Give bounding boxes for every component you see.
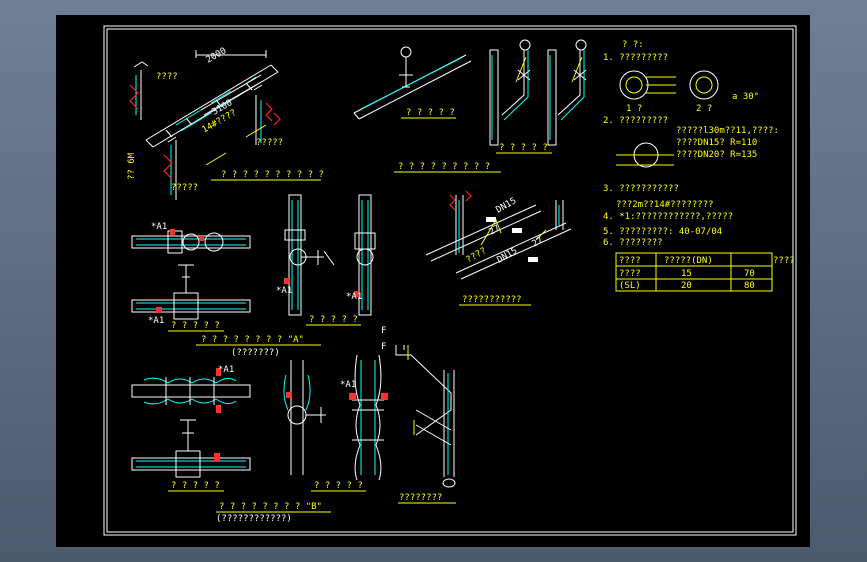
table-r2c0: (SL) <box>619 281 641 291</box>
left-vertical-label: ?? 6M <box>127 152 137 180</box>
caption-12: ???????? <box>399 493 442 503</box>
drawing-sheet: ???? ????? ????? 2000 3100 14#???? ?? 6M… <box>56 15 810 547</box>
tag-a1-2: *A1 <box>148 316 164 326</box>
cad-drawing: ???? ????? ????? 2000 3100 14#???? ?? 6M… <box>103 25 797 536</box>
caption-8: ? ? ? ? ? ? ? ? "A" <box>201 335 304 345</box>
caption-5: ? ? ? ? ? <box>171 321 220 331</box>
iso-label-27b: 27 <box>531 236 545 250</box>
caption-1: ? ? ? ? ? ? ? ? ? ? <box>221 170 324 180</box>
table-h1: ?????(DN) <box>664 256 713 266</box>
label-small3: ????? <box>171 183 198 193</box>
detail-5-vertical-valves: *A1 *A1 ? ? ? ? ? ? ? ? ? ? ? ? ? "A" (?… <box>196 194 376 358</box>
notes-panel: ? ?: 1. ????????? 1 ? 2 ? a 30° 2. ?????… <box>603 40 779 248</box>
detail-9-support: F F ???????? <box>381 326 456 504</box>
caption-11: ? ? ? ? ? ? ? ? "B" <box>219 502 322 512</box>
detail-4-flanges: *A1 *A1 ? ? ? ? ? <box>131 222 251 332</box>
detail-6-isometric-branch: 27 ???? DN15 DN15 27 ??????????? <box>425 190 572 306</box>
iso-label-1: ???? <box>465 246 489 266</box>
spec-table: ???? ?????(DN) ???? ???? 15 70 (SL) 20 8… <box>615 252 795 292</box>
caption-11-sub: (????????????) <box>216 514 292 524</box>
caption-10: ? ? ? ? ? <box>314 481 363 491</box>
outer-frame <box>103 25 797 536</box>
caption-7: ??????????? <box>462 295 522 305</box>
iso-label-27a: 27 <box>488 224 502 238</box>
iso-label-dn15b: DN15 <box>495 196 519 216</box>
note-5: 5. ?????????: 40-07/04 <box>603 227 722 237</box>
note-2: 2. ????????? <box>603 116 668 126</box>
label-f1: F <box>381 326 386 336</box>
sub-2: 2 ? <box>696 104 712 114</box>
detail-8-vertical-expansion: *A1 ? ? ? ? ? ? ? ? ? ? ? ? ? "B" (?????… <box>216 354 388 524</box>
label-f2: F <box>381 342 386 352</box>
note-2c: ????DN20? R=135 <box>676 150 757 160</box>
angle-label: a 30° <box>732 92 759 102</box>
inner-frame <box>106 28 794 533</box>
detail-3-vertical: ? ? ? ? ? ? ? ? ? ? ? ? ? ? <box>394 39 587 173</box>
tag-a1-6: *A1 <box>340 380 356 390</box>
dim-2000: 2000 <box>205 46 229 66</box>
note-2b: ????DN15? R=110 <box>676 138 757 148</box>
sub-1: 1 ? <box>626 104 642 114</box>
tag-a1-1: *A1 <box>151 222 167 232</box>
table-r2c2: 80 <box>744 281 755 291</box>
table-r1c1: 15 <box>681 269 692 279</box>
note-1: 1. ????????? <box>603 53 668 63</box>
caption-3: ? ? ? ? ? ? ? ? ? <box>398 162 490 172</box>
tag-a1-4: *A1 <box>346 292 362 302</box>
label-small1: ???? <box>156 72 178 82</box>
tag-a1-5: *A1 <box>218 365 234 375</box>
label-small2: ????? <box>256 138 283 148</box>
caption-4: ? ? ? ? ? <box>499 143 548 153</box>
table-h3: ???? <box>773 256 795 266</box>
note-3a: ???2m??14#???????? <box>616 200 714 210</box>
iso-label-dn15a: DN15 <box>496 246 520 266</box>
caption-6: ? ? ? ? ? <box>309 315 358 325</box>
detail-2-inclined: ? ? ? ? ? <box>353 46 472 120</box>
caption-8-sub: (???????) <box>231 348 280 358</box>
note-2a: ?????l30m??11,????: <box>676 126 779 136</box>
caption-2: ? ? ? ? ? <box>406 108 455 118</box>
table-r1c0: ???? <box>619 269 641 279</box>
detail-7-expansion: *A1 ? ? ? ? ? <box>131 365 251 492</box>
note-3: 3. ??????????? <box>603 184 679 194</box>
caption-9: ? ? ? ? ? <box>171 481 220 491</box>
detail-1-isometric: ???? ????? ????? 2000 3100 14#???? ?? 6M… <box>127 46 324 200</box>
note-4: 4. *1:????????????,????? <box>603 212 733 222</box>
notes-head: ? ?: <box>622 40 644 50</box>
note-6: 6. ???????? <box>603 238 663 248</box>
table-r2c1: 20 <box>681 281 692 291</box>
table-r1c2: 70 <box>744 269 755 279</box>
table-h0: ???? <box>619 256 641 266</box>
tag-a1-3: *A1 <box>276 286 292 296</box>
